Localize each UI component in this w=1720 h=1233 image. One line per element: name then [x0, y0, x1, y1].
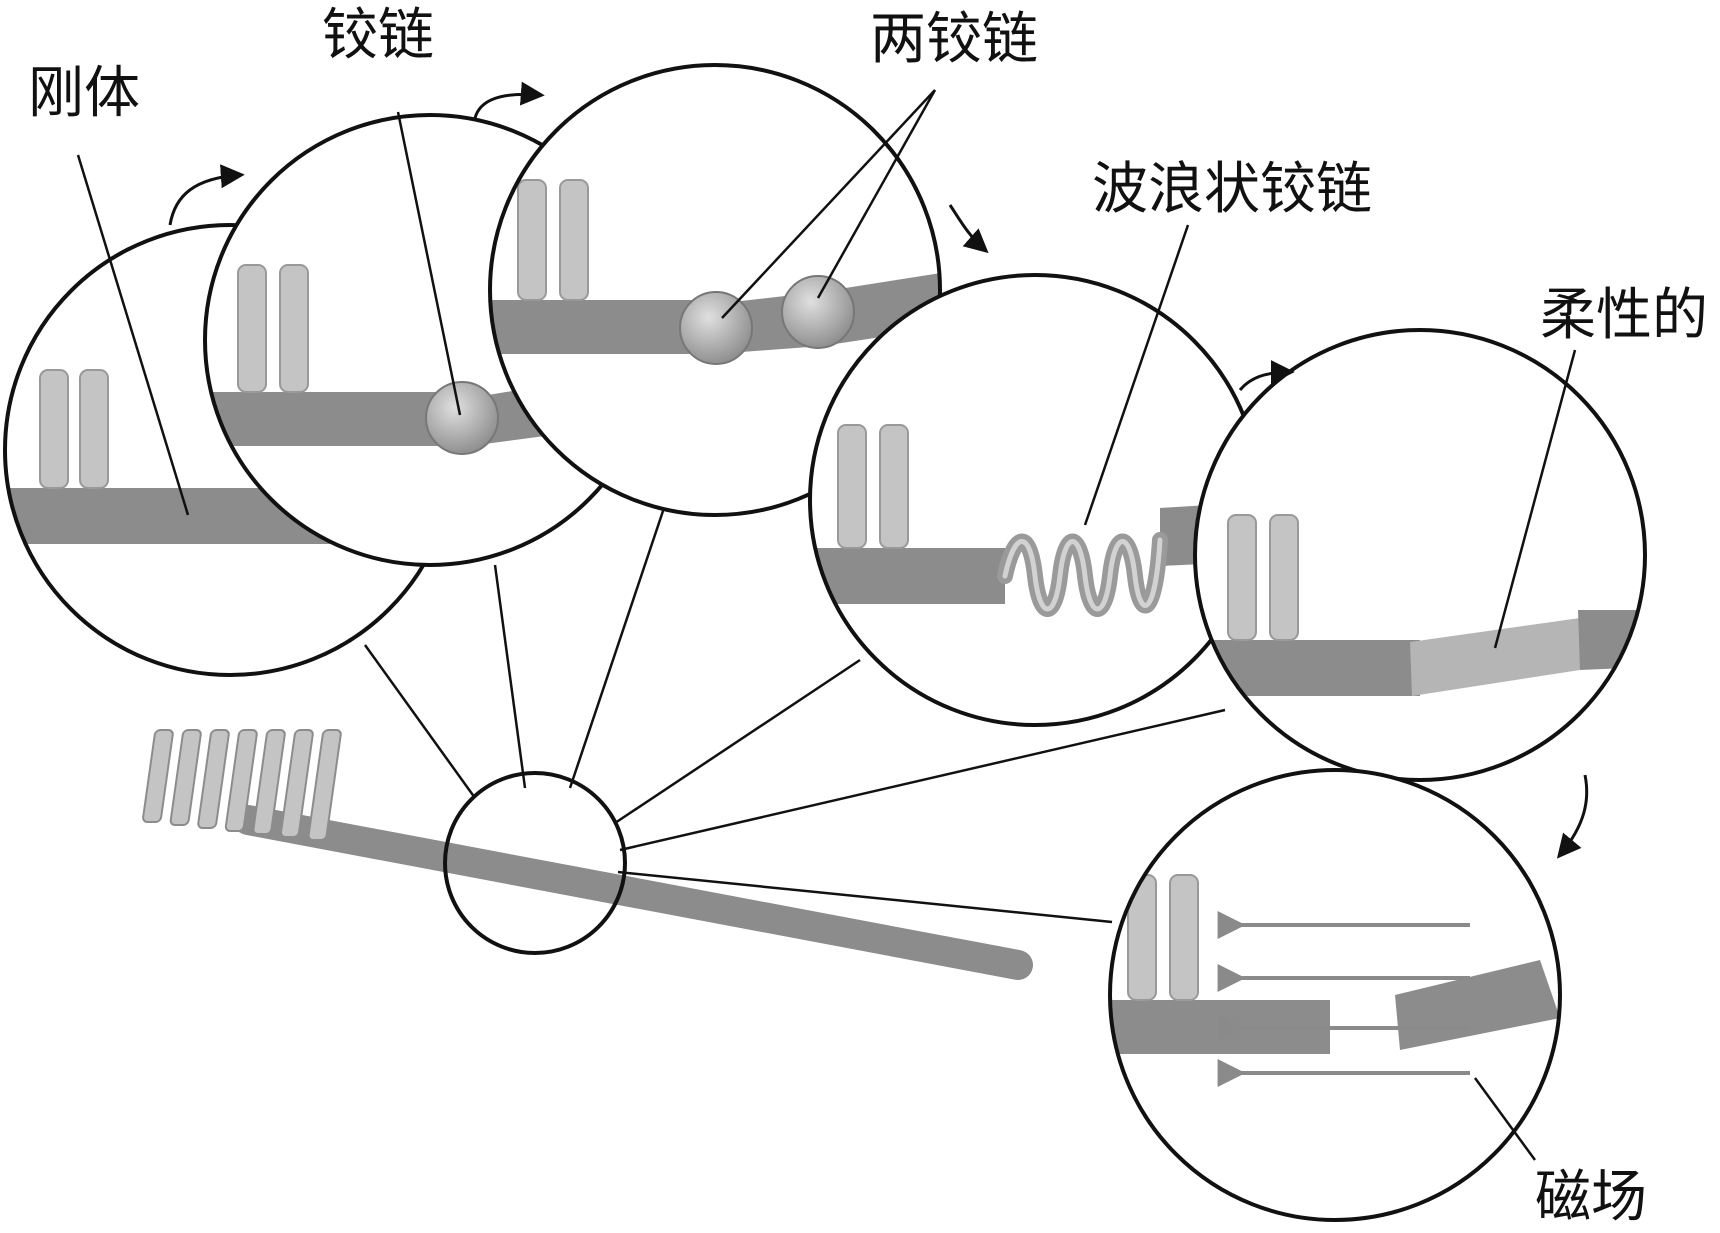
zoom-source-circle [443, 771, 627, 955]
hinge-ball-icon [781, 275, 855, 349]
leader-lines [76, 89, 1577, 1161]
flex-section [1410, 618, 1580, 696]
magnet-field-arrow-icon [1217, 911, 1470, 1087]
hinge-ball-icon [679, 291, 753, 365]
toothbrush-icon [142, 729, 1033, 980]
panel-two-hinges [488, 63, 942, 517]
hinge-ball-icon [425, 381, 499, 455]
curved-arrow-icon [168, 81, 1589, 859]
panel-wavy-hinge [808, 273, 1262, 727]
connector-lines [363, 504, 1226, 924]
panel-flexible [1193, 328, 1647, 782]
panel-magnetic-field [1108, 768, 1562, 1222]
